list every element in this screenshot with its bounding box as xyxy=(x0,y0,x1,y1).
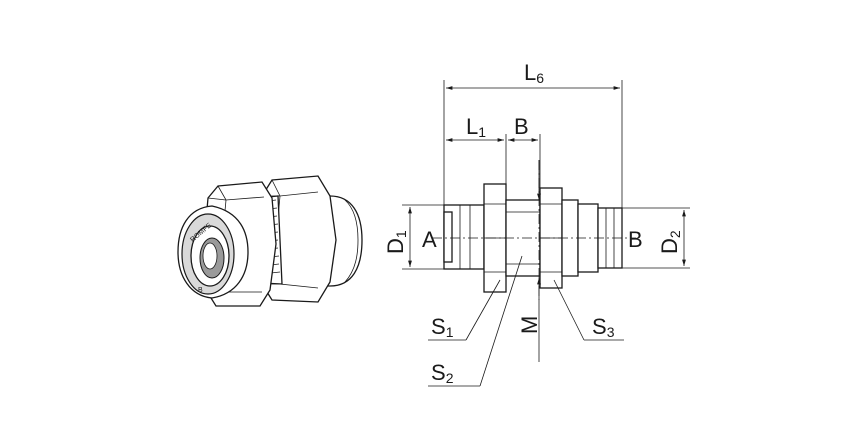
label-B-right: B xyxy=(628,227,643,252)
svg-text:B: B xyxy=(198,287,203,294)
label-S3: S3 xyxy=(592,314,615,340)
leader-S3 xyxy=(553,279,585,341)
dimension-lines xyxy=(402,80,690,387)
label-S2: S2 xyxy=(431,360,454,386)
label-D1: D1 xyxy=(383,230,409,254)
side-view-fitting xyxy=(432,160,636,300)
label-D2: D2 xyxy=(657,230,683,254)
label-M: M xyxy=(517,316,542,334)
label-S1: S1 xyxy=(431,314,454,340)
label-A: A xyxy=(422,227,437,252)
leader-S2 xyxy=(479,255,523,387)
label-L6: L6 xyxy=(524,60,544,86)
label-L1: L1 xyxy=(466,114,486,140)
label-B-top: B xyxy=(514,114,529,139)
isometric-fitting-view: ROMFE B xyxy=(177,175,363,307)
dimension-labels: L6 L1 B D1 A B D2 S1 S2 S3 M xyxy=(383,60,683,386)
leader-S1 xyxy=(465,279,501,341)
